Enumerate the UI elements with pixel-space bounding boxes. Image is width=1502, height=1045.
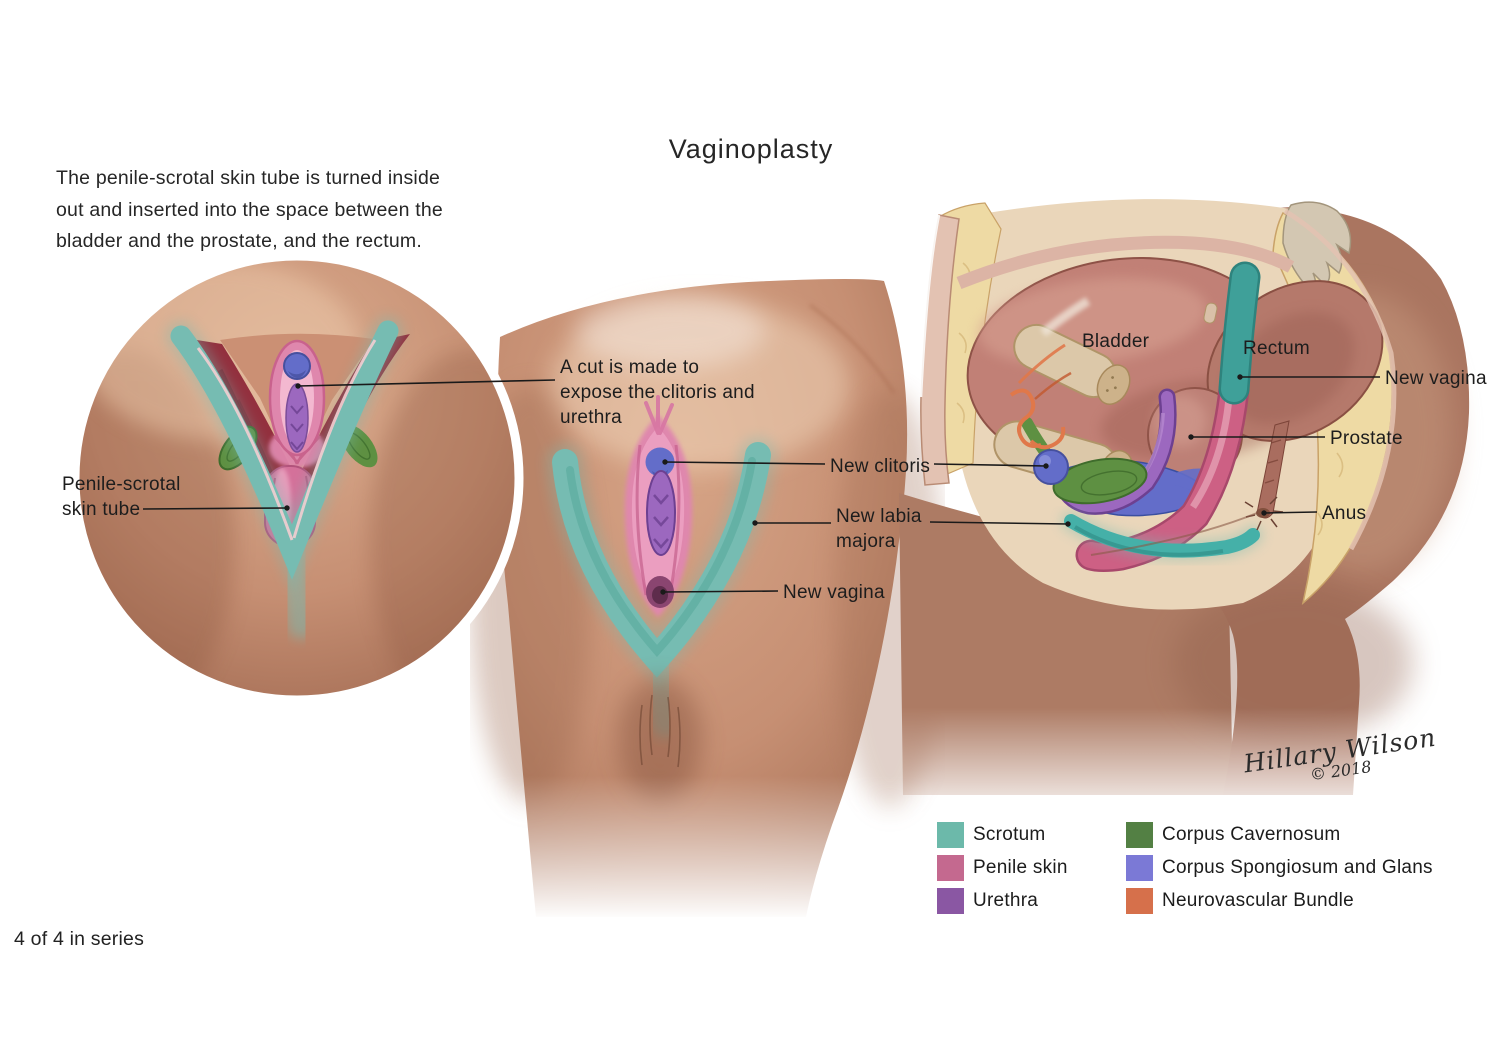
label-new-labia-majora: New labia majora	[836, 506, 922, 553]
series-note: 4 of 4 in series	[14, 928, 145, 950]
label-new-vagina-side: New vagina	[1385, 368, 1487, 389]
label-prostate: Prostate	[1330, 428, 1403, 449]
legend-item-scrotum: Scrotum	[937, 818, 1126, 851]
label-cut-note: A cut is made to expose the clitoris and…	[560, 357, 755, 429]
frontal-body	[470, 279, 945, 917]
legend-label: Penile skin	[973, 856, 1068, 878]
scrotum-swatch-icon	[937, 821, 964, 848]
new-clitoris-side-shape	[1033, 449, 1069, 485]
legend-item-corpus-spongiosum: Corpus Spongiosum and Glans	[1126, 851, 1433, 884]
inner-skin-lining	[1283, 208, 1397, 551]
legend-label: Scrotum	[973, 823, 1046, 845]
urethra-inset	[285, 383, 309, 453]
intro-caption: The penile-scrotal skin tube is turned i…	[56, 167, 443, 253]
new-vagina-opening-shape	[646, 576, 674, 608]
peritoneum	[956, 235, 1295, 290]
inset-ring	[70, 251, 524, 705]
penile-skin-swatch-icon	[937, 854, 964, 881]
page-title: Vaginoplasty	[668, 134, 834, 164]
label-bladder: Bladder	[1082, 331, 1150, 352]
legend-item-penile-skin: Penile skin	[937, 851, 1126, 884]
perineum-line	[1090, 512, 1258, 556]
ligament	[1040, 297, 1091, 337]
legend-label: Corpus Cavernosum	[1162, 823, 1341, 845]
urethra-swatch-icon	[937, 887, 964, 914]
corpus-spongiosum-swatch-icon	[1126, 854, 1153, 881]
label-rectum: Rectum	[1243, 338, 1310, 359]
legend-label: Urethra	[973, 889, 1039, 911]
color-legend: Scrotum Penile skin Urethra Corpus Caver…	[937, 818, 1433, 917]
label-new-vagina-center: New vagina	[783, 582, 885, 603]
legend-label: Corpus Spongiosum and Glans	[1162, 856, 1433, 878]
clitoris-urethra-almond	[268, 339, 326, 457]
ureter-stub	[1203, 302, 1218, 324]
label-new-clitoris: New clitoris	[830, 456, 931, 477]
legend-label: Neurovascular Bundle	[1162, 889, 1354, 911]
abdominal-wall	[919, 214, 960, 486]
label-anus: Anus	[1322, 503, 1367, 524]
frontal-result-illustration	[470, 279, 945, 917]
label-penile-scrotal: Penile-scrotal skin tube	[62, 474, 181, 521]
new-clitoris-shape	[645, 447, 675, 477]
neurovascular-bundle-shape	[1009, 343, 1072, 450]
new-vagina-tube-shape	[1075, 261, 1261, 572]
corpus-cavernosum-swatch-icon	[1126, 821, 1153, 848]
legend-item-urethra: Urethra	[937, 884, 1126, 917]
neurovascular-swatch-icon	[1126, 887, 1153, 914]
urethra-shape	[646, 470, 676, 556]
pubic-bone-upper	[1013, 323, 1131, 405]
sagittal-section-illustration	[899, 199, 1470, 795]
legend-item-corpus-cavernosum: Corpus Cavernosum	[1126, 818, 1433, 851]
sacrum-bone	[1282, 201, 1352, 292]
new-labia-majora-side-shape	[1061, 511, 1263, 561]
legend-item-neurovascular: Neurovascular Bundle	[1126, 884, 1433, 917]
